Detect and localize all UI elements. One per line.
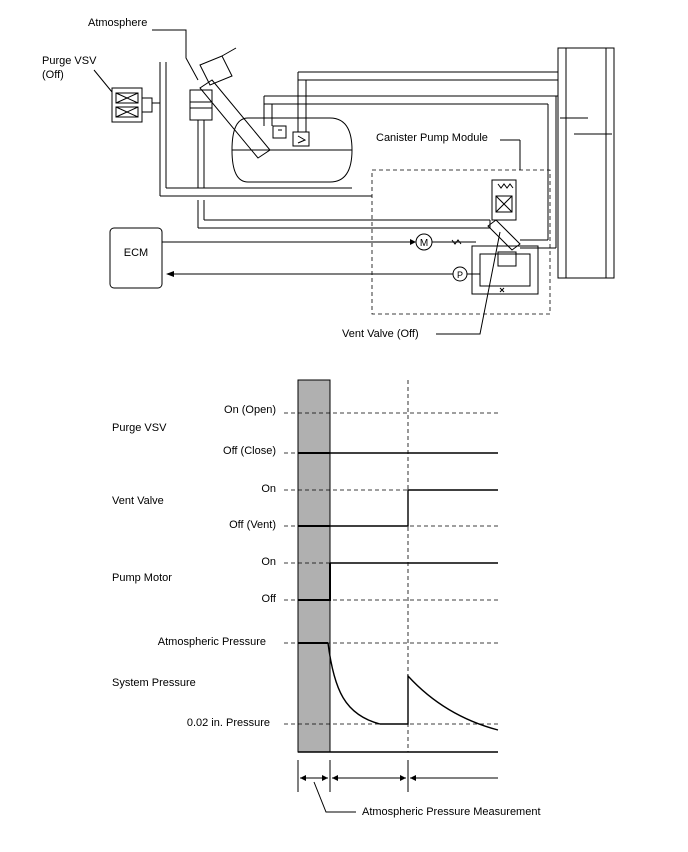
row-label-purge-vsv: Purge VSV (112, 422, 167, 434)
atmosphere-label-group: Atmosphere (88, 17, 199, 81)
purge-vsv-state: (Off) (42, 69, 64, 81)
trace-pump-motor (298, 562, 498, 601)
measurement-annotation-label: Atmospheric Pressure Measurement (362, 806, 541, 818)
level-pump-off: Off (262, 593, 277, 605)
canister-pump-module-label: Canister Pump Module (376, 132, 488, 144)
charcoal-canister (231, 117, 353, 183)
pump-motor-symbol: M (415, 233, 476, 251)
svg-text:P: P (457, 270, 463, 280)
atmosphere-label: Atmosphere (88, 17, 147, 29)
fuel-filler-pipe (199, 47, 271, 159)
purge-vsv-label-group: Purge VSV (Off) (42, 55, 113, 93)
time-axis (297, 751, 498, 792)
pump-chamber (471, 245, 539, 295)
vent-valve-label-group: Vent Valve (Off) (342, 231, 501, 340)
measurement-annotation: Atmospheric Pressure Measurement (313, 781, 541, 818)
pressure-sensor-symbol: P (452, 266, 480, 282)
purge-vsv-label: Purge VSV (42, 55, 97, 67)
level-vent-off: Off (Vent) (229, 519, 276, 531)
vent-valve-solenoid (487, 179, 521, 251)
level-pump-on: On (261, 556, 276, 568)
svg-text:M: M (420, 238, 428, 249)
row-label-vent-valve: Vent Valve (112, 495, 164, 507)
level-0-02-pressure: 0.02 in. Pressure (187, 717, 270, 729)
trace-vent-valve (298, 489, 498, 527)
level-purge-on: On (Open) (224, 404, 276, 416)
measurement-band (297, 379, 331, 753)
level-atmospheric-pressure: Atmospheric Pressure (158, 636, 266, 648)
level-vent-on: On (261, 483, 276, 495)
intake-element (189, 89, 213, 121)
fuel-tank (557, 47, 615, 279)
row-label-system-pressure: System Pressure (112, 677, 196, 689)
vent-valve-label: Vent Valve (Off) (342, 328, 419, 340)
ecm-label: ECM (124, 247, 148, 259)
purge-vsv (111, 87, 160, 123)
canister-pump-module (371, 139, 551, 315)
trace-system-pressure (298, 642, 499, 731)
ecm-box: ECM (109, 227, 453, 289)
row-label-pump-motor: Pump Motor (112, 572, 172, 584)
level-purge-off: Off (Close) (223, 445, 276, 457)
